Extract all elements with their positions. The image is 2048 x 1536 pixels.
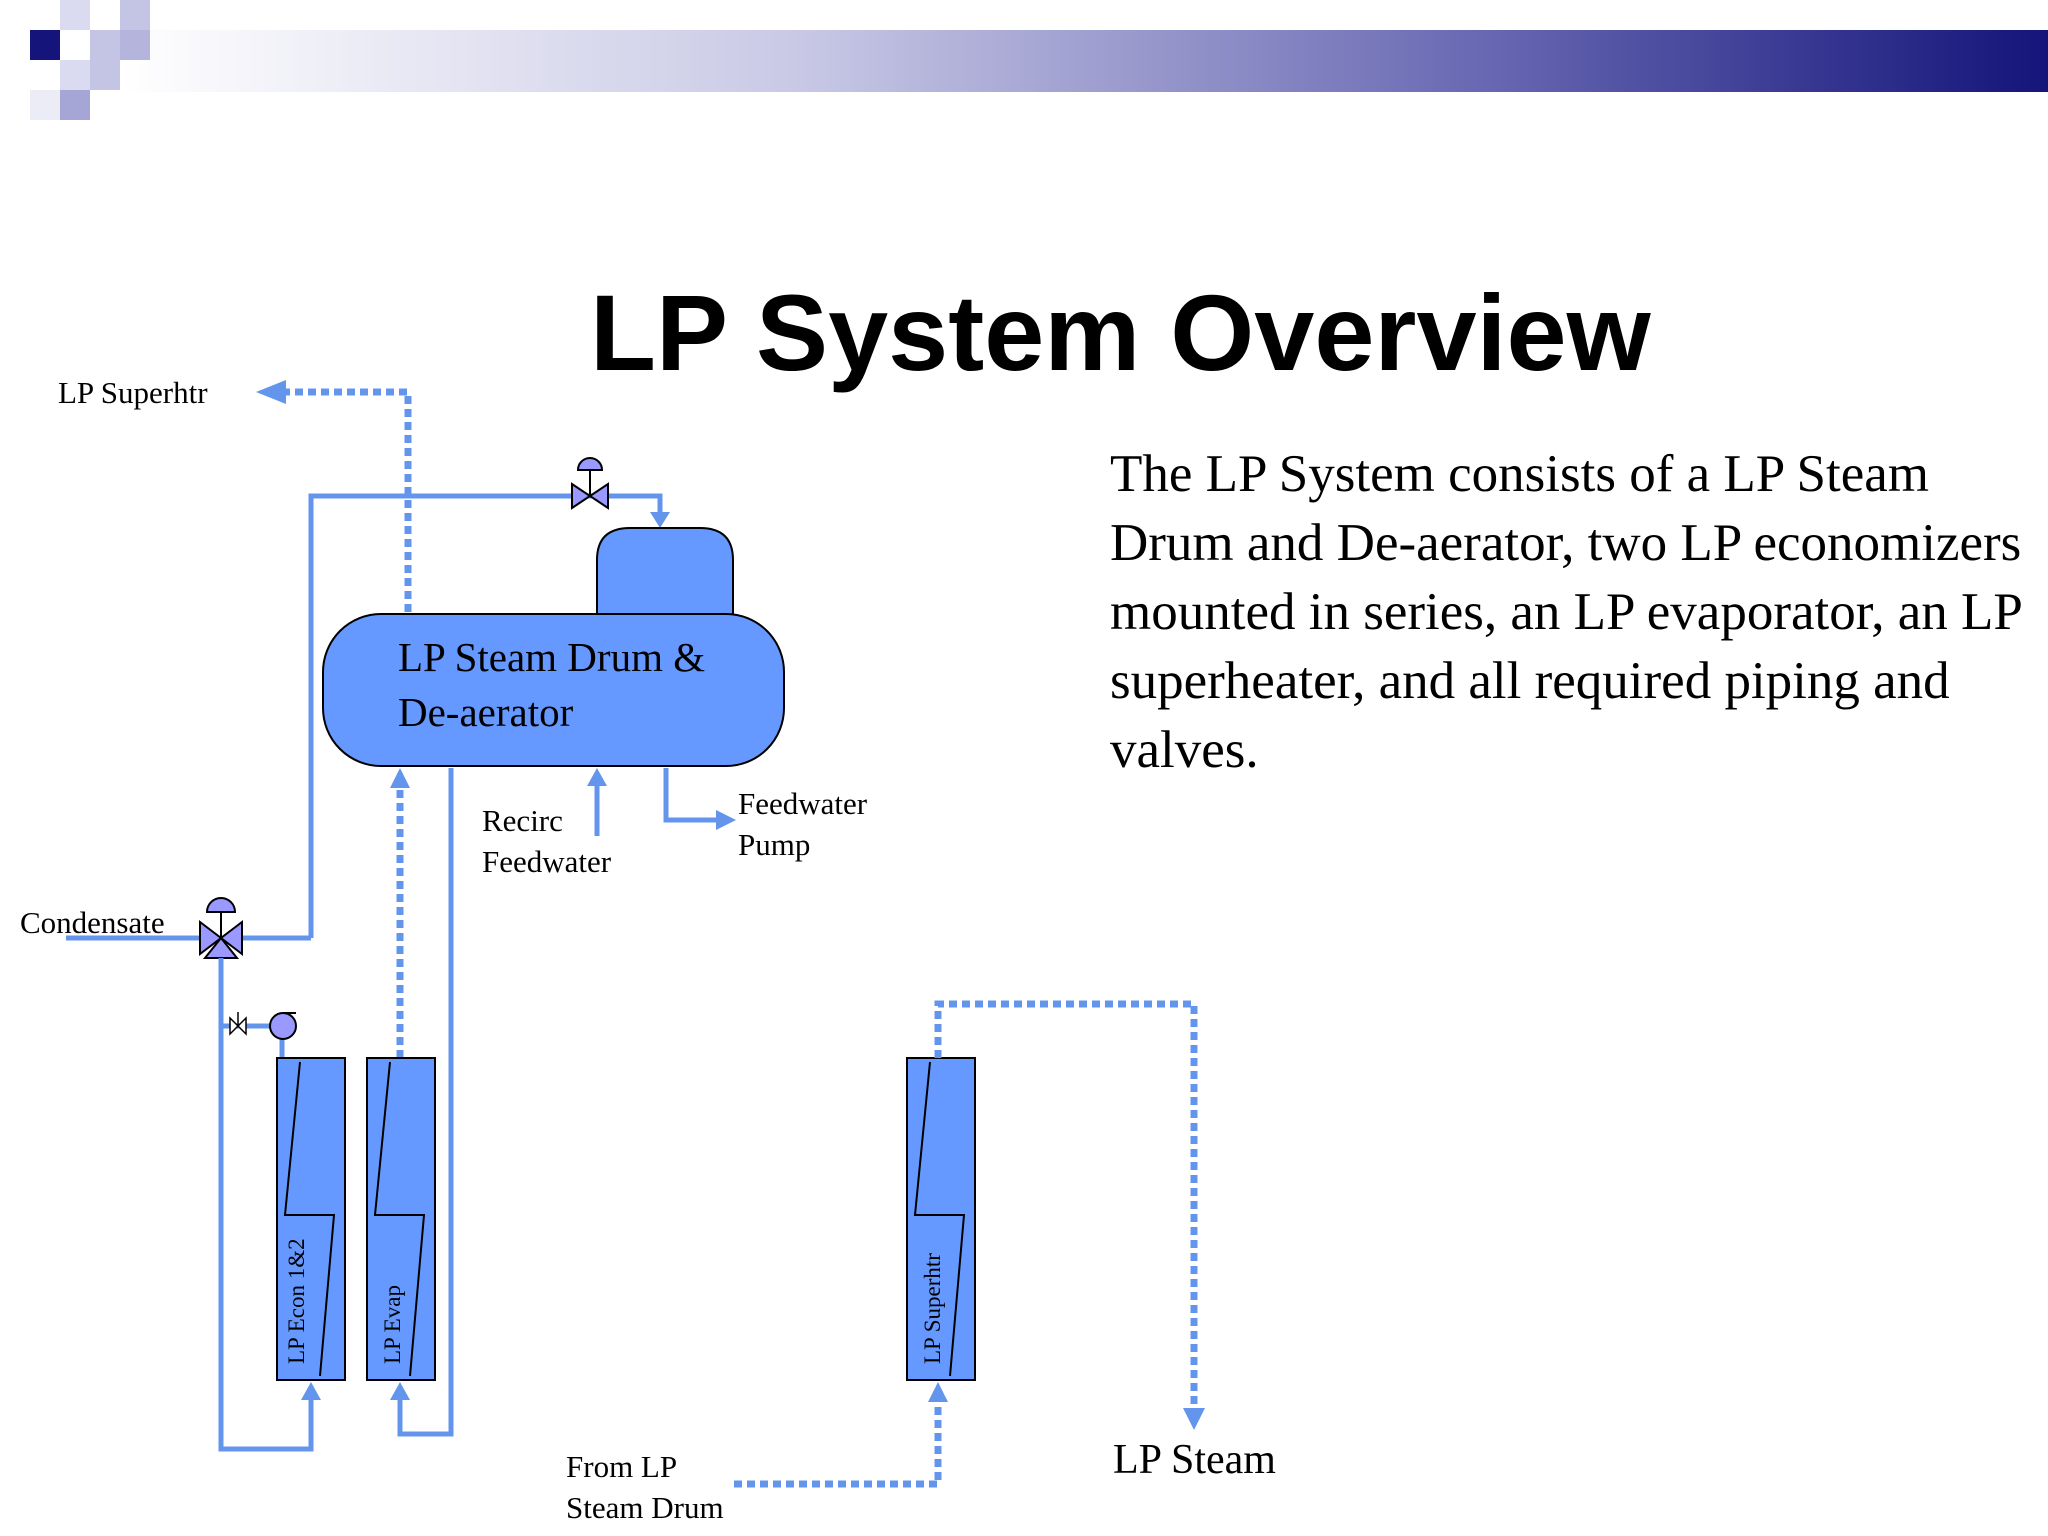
header-square — [0, 0, 30, 30]
lp-steam-label: LP Steam — [1113, 1437, 1276, 1483]
econ-bypass-pipe — [218, 958, 314, 1452]
lp-superhtr-outlet-label: LP Superhtr — [58, 375, 208, 410]
econ-inlet-arrowhead — [301, 1382, 321, 1400]
lp-superhtr-arrowhead — [256, 380, 286, 404]
from-drum-to-superhtr-pipe — [734, 1398, 942, 1488]
top-control-valve[interactable] — [571, 457, 609, 510]
lp-steam-outlet-pipe — [934, 1000, 1198, 1408]
header-square — [30, 30, 60, 60]
lp-evap-coil-line — [373, 1061, 426, 1377]
lp-econ-label: LP Econ 1&2 — [284, 1238, 309, 1364]
recirc-label-line2: Feedwater — [482, 844, 612, 879]
steam-drum-label: LP Steam Drum & De-aerator — [398, 630, 705, 740]
drum-inlet-arrowhead — [650, 512, 670, 528]
condensate-three-way-valve[interactable] — [199, 897, 243, 959]
header-square — [60, 90, 90, 120]
evap-inlet-arrowhead — [390, 1382, 410, 1400]
steam-drum-label-line2: De-aerator — [398, 689, 574, 735]
header-gradient-bar — [120, 30, 2048, 92]
steam-drum-label-line1: LP Steam Drum & — [398, 634, 706, 680]
lp-econ-coil-line — [283, 1061, 336, 1377]
feedwater-label-line2: Pump — [738, 827, 811, 862]
evap-riser-arrowhead — [390, 768, 410, 788]
from-label-line1: From LP — [566, 1449, 678, 1484]
superhtr-inlet-arrowhead — [928, 1382, 948, 1402]
lp-steam-drum — [322, 613, 785, 767]
header-square — [60, 60, 90, 90]
header-square — [30, 90, 60, 120]
condensate-label: Condensate — [20, 905, 165, 940]
slide-body-text: The LP System consists of a LP Steam Dru… — [1110, 445, 2022, 779]
lp-steam-arrowhead — [1183, 1408, 1205, 1430]
deaerator-dome — [596, 527, 734, 617]
from-lp-steam-drum-label: From LP Steam Drum — [566, 1446, 724, 1528]
from-label-line2: Steam Drum — [566, 1490, 724, 1525]
header-square — [120, 30, 150, 60]
drum-to-lp-superhtr-pipe — [282, 388, 412, 612]
condensate-header-pipe — [308, 493, 663, 938]
small-drain-valve[interactable] — [229, 1012, 247, 1036]
econ-recirc-pump[interactable] — [269, 1012, 297, 1040]
recirc-label-line1: Recirc — [482, 803, 563, 838]
lp-superhtr-coil-line — [913, 1061, 966, 1377]
evap-downcomer-pipe — [397, 768, 454, 1437]
recirc-feedwater-label: Recirc Feedwater — [482, 800, 611, 882]
header-square — [90, 30, 120, 60]
header-square — [60, 0, 90, 30]
feedwater-pump-pipe — [663, 768, 718, 823]
lp-evap-label: LP Evap — [380, 1285, 405, 1364]
header-square — [120, 0, 150, 30]
recirc-arrowhead — [587, 768, 607, 786]
lp-superhtr-bank-label: LP Superhtr — [920, 1253, 945, 1364]
feedwater-pump-arrowhead — [716, 810, 736, 830]
header-square — [90, 60, 120, 90]
feedwater-pump-label: Feedwater Pump — [738, 783, 867, 865]
slide-title: LP System Overview — [590, 272, 1651, 393]
feedwater-label-line1: Feedwater — [738, 786, 868, 821]
header-banner — [0, 0, 2048, 120]
